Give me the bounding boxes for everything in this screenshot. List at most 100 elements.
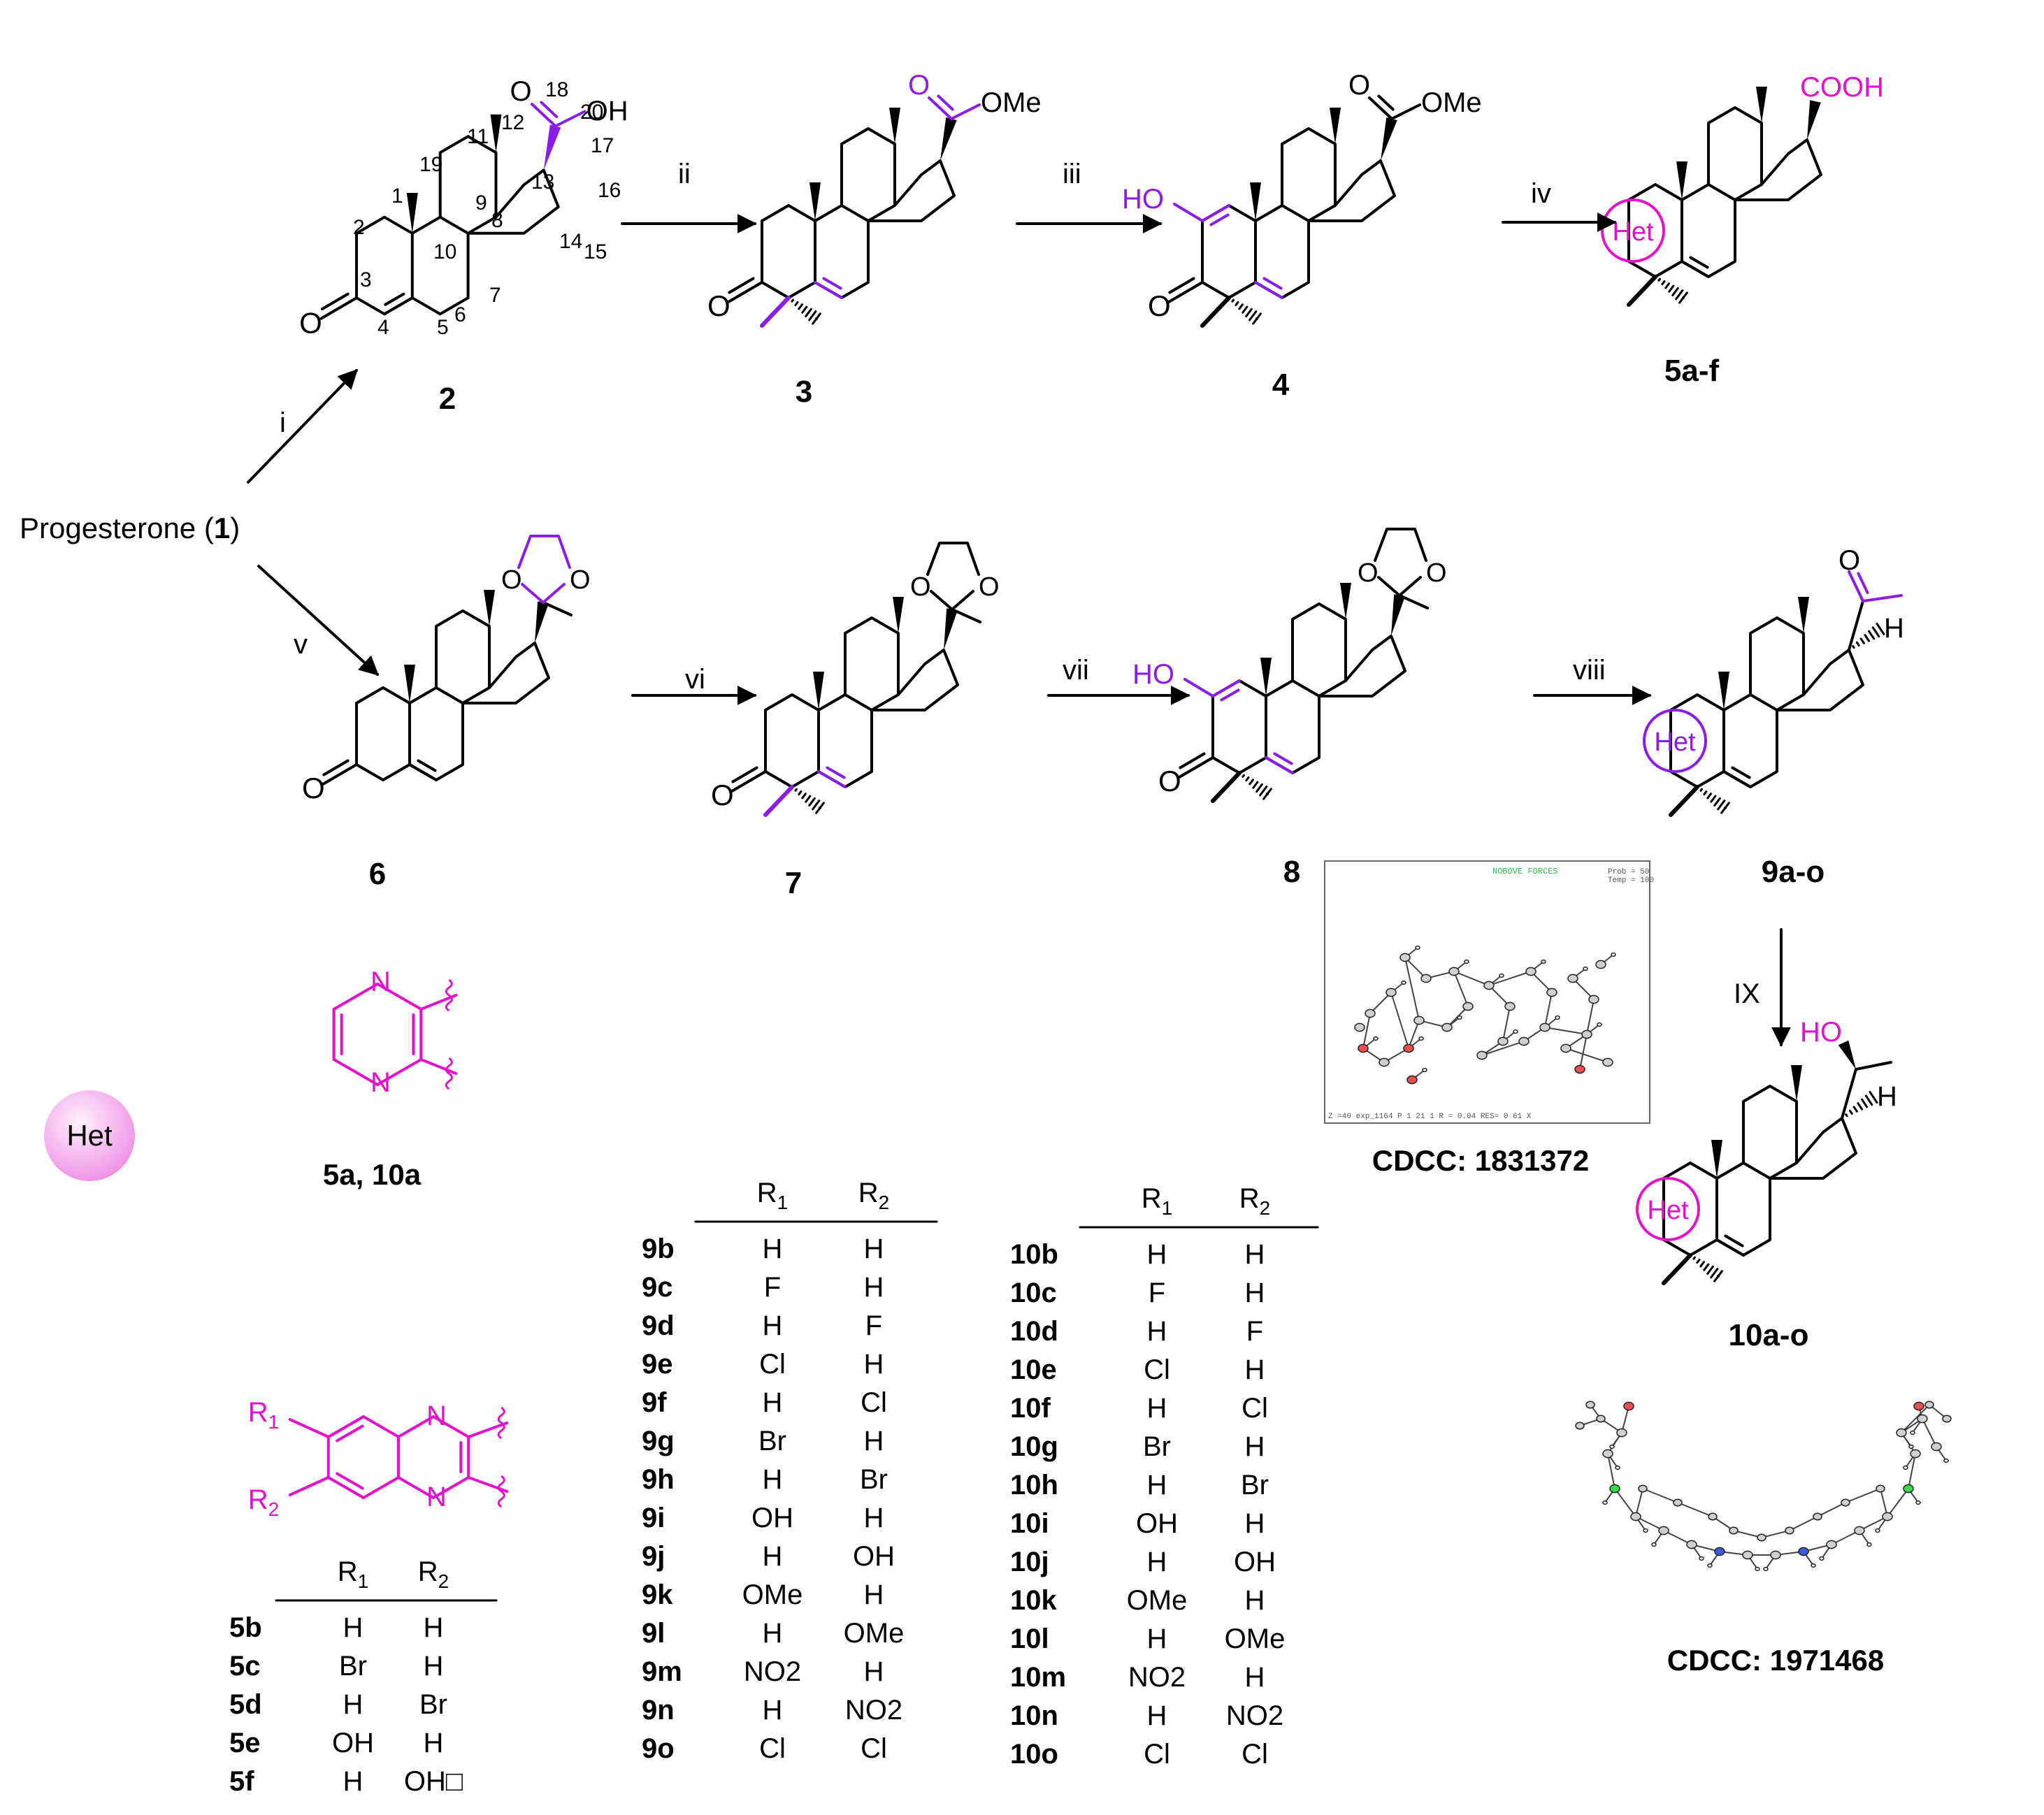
r1-value: H bbox=[1147, 1470, 1167, 1501]
compound-id: 10i bbox=[1010, 1508, 1049, 1539]
reagent-ii: ii bbox=[678, 159, 691, 189]
compound-id: 10h bbox=[1010, 1470, 1058, 1501]
r2-value: H bbox=[1245, 1585, 1265, 1616]
r1-value: H bbox=[343, 1766, 364, 1797]
svg-text:O: O bbox=[501, 565, 522, 595]
atom-number-9: 9 bbox=[475, 191, 487, 215]
compound-id: 9f bbox=[642, 1387, 667, 1418]
svg-text:HO: HO bbox=[1800, 1017, 1842, 1048]
svg-text:O: O bbox=[979, 572, 1000, 602]
r2-value: H bbox=[1245, 1354, 1265, 1385]
r2-value: H bbox=[864, 1349, 884, 1380]
svg-text:O: O bbox=[1358, 558, 1379, 588]
svg-text:O: O bbox=[1838, 545, 1860, 576]
svg-text:Het: Het bbox=[1654, 728, 1696, 757]
svg-text:O: O bbox=[302, 772, 325, 804]
r1-value: OMe bbox=[1127, 1585, 1188, 1616]
r2-value: H bbox=[424, 1651, 444, 1682]
r1-value: Br bbox=[1143, 1431, 1171, 1462]
compound-label-10a-o: 10a-o bbox=[1729, 1318, 1809, 1352]
svg-text:HO: HO bbox=[1132, 659, 1174, 690]
svg-text:O: O bbox=[570, 565, 591, 595]
svg-text:R1: R1 bbox=[338, 1556, 368, 1592]
compound-id: 10g bbox=[1010, 1431, 1058, 1462]
svg-text:R2: R2 bbox=[418, 1556, 449, 1592]
ortep-prob: Prob = 50 bbox=[1608, 868, 1649, 876]
svg-text:N: N bbox=[426, 1401, 447, 1431]
r1-value: Cl bbox=[1144, 1739, 1170, 1770]
r2-value: Cl bbox=[861, 1733, 887, 1764]
r1-value: H bbox=[1147, 1700, 1167, 1731]
r1-value: H bbox=[1147, 1624, 1167, 1654]
compound-id: 5c bbox=[229, 1651, 261, 1682]
svg-text:Het: Het bbox=[1647, 1196, 1689, 1225]
pyrazine-fragment: NN bbox=[332, 967, 458, 1098]
svg-text:R1: R1 bbox=[1142, 1183, 1172, 1219]
r1-value: H bbox=[1147, 1547, 1167, 1577]
svg-text:O: O bbox=[910, 572, 931, 602]
compound-id: 9e bbox=[642, 1349, 673, 1380]
compound-label-5a-f: 5a-f bbox=[1664, 354, 1720, 388]
compound-id: 9i bbox=[642, 1503, 665, 1533]
r2-value: H bbox=[1245, 1508, 1265, 1539]
svg-text:HO: HO bbox=[1122, 184, 1164, 215]
arrow-step-1 bbox=[247, 368, 358, 484]
ortep-footer: Z =40 exp_1164 P 1 21 1 R = 0.04 RES= 0 … bbox=[1328, 1113, 1532, 1121]
atom-number-5: 5 bbox=[437, 316, 449, 339]
r1-value: H bbox=[763, 1234, 783, 1264]
r2-value: H bbox=[1245, 1662, 1265, 1693]
r2-value: Br bbox=[419, 1689, 447, 1720]
r2-value: Cl bbox=[861, 1387, 887, 1418]
r2-value: Cl bbox=[1241, 1739, 1268, 1770]
r2-value: OH bbox=[1234, 1547, 1276, 1577]
compound-id: 5d bbox=[229, 1689, 262, 1720]
svg-text:O: O bbox=[707, 289, 730, 322]
r1-value: F bbox=[764, 1272, 781, 1303]
atom-number-15: 15 bbox=[584, 240, 607, 263]
reagent-vii: vii bbox=[1063, 655, 1089, 686]
r2-value: H bbox=[864, 1579, 884, 1610]
svg-text:O: O bbox=[711, 779, 734, 811]
compound-6-structure: O O O bbox=[302, 535, 591, 804]
het-legend-label: Het bbox=[66, 1119, 113, 1152]
atom-number-17: 17 bbox=[591, 134, 614, 157]
compound-id: 9k bbox=[642, 1579, 673, 1610]
atom-number-20: 20 bbox=[580, 101, 603, 124]
svg-text:OMe: OMe bbox=[981, 87, 1042, 118]
table-10-row: 10i OH H bbox=[1010, 1508, 1265, 1539]
reaction-arrows bbox=[247, 212, 1791, 1047]
atom-number-4: 4 bbox=[377, 316, 389, 339]
compound-id: 9l bbox=[642, 1618, 665, 1649]
r2-value: H bbox=[864, 1656, 884, 1687]
compound-7-structure: O O O bbox=[711, 542, 1000, 817]
r2-value: F bbox=[1246, 1316, 1263, 1347]
svg-text:O: O bbox=[908, 70, 930, 101]
r2-value: H bbox=[1245, 1431, 1265, 1462]
svg-text:O: O bbox=[510, 76, 531, 107]
r1-value: H bbox=[1147, 1316, 1167, 1347]
r1-value: H bbox=[763, 1541, 783, 1572]
atom-number-8: 8 bbox=[491, 209, 503, 232]
r1-value: OH bbox=[1136, 1508, 1178, 1539]
compound-id: 10k bbox=[1010, 1585, 1057, 1616]
r1-value: H bbox=[763, 1695, 783, 1726]
progesterone-label: Progesterone (1) bbox=[20, 512, 240, 544]
compound-label-5a-10a: 5a, 10a bbox=[323, 1158, 422, 1191]
